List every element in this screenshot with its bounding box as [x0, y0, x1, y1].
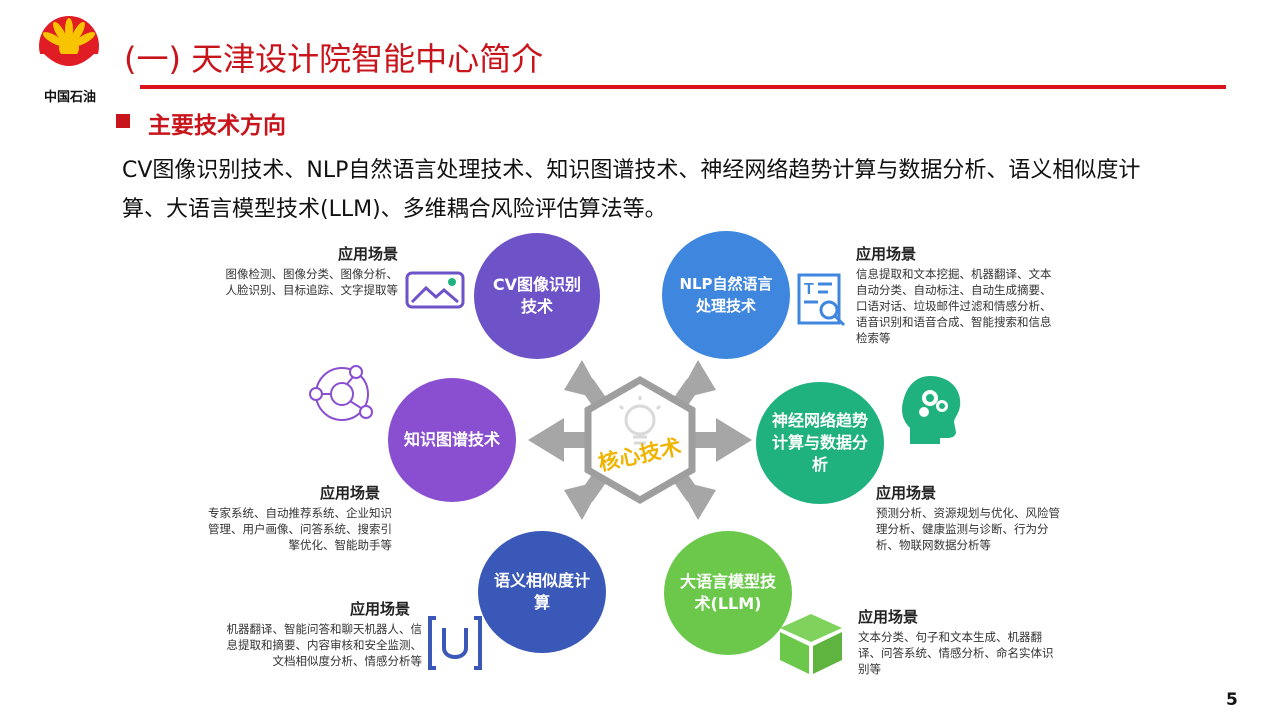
tech-circle-knowledge-graph: 知识图谱技术 [388, 378, 516, 502]
scene-title: 应用场景 [858, 608, 919, 626]
scene-llm: 应用场景 文本分类、句子和文本生成、机器翻译、问答系统、情感分析、命名实体识别等 [858, 606, 1058, 677]
text-search-icon: T [797, 273, 846, 327]
network-graph-icon [309, 365, 373, 421]
scene-semantic-similarity: 应用场景 机器翻译、智能问答和聊天机器人、信息提取和摘要、内容审核和安全监测、文… [222, 598, 423, 669]
image-icon [405, 271, 465, 309]
scene-title: 应用场景 [320, 484, 381, 502]
scene-text: 文本分类、句子和文本生成、机器翻译、问答系统、情感分析、命名实体识别等 [858, 630, 1054, 676]
scene-text: 机器翻译、智能问答和聊天机器人、信息提取和摘要、内容审核和安全监测、文档相似度分… [226, 622, 423, 668]
scene-cv: 应用场景 图像检测、图像分类、图像分析、人脸识别、目标追踪、文字提取等 [224, 243, 399, 298]
petrochina-logo-icon [34, 16, 104, 78]
svg-text:T: T [804, 281, 814, 298]
company-name: 中国石油 [43, 90, 96, 105]
intro-paragraph: CV图像识别技术、NLP自然语言处理技术、知识图谱技术、神经网络趋势计算与数据分… [122, 158, 1141, 222]
section-bullet [116, 114, 130, 128]
bracket-u-icon [428, 616, 482, 670]
cube-icon [780, 614, 842, 674]
scene-title: 应用场景 [856, 245, 917, 263]
scene-neural-network: 应用场景 预测分析、资源规划与优化、风险管理分析、健康监测与诊断、行为分析、物联… [876, 482, 1068, 553]
lightbulb-icon [618, 396, 662, 445]
scene-text: 信息提取和文本挖掘、机器翻译、文本自动分类、自动标注、自动生成摘要、口语对话、垃… [856, 267, 1052, 345]
tech-circle-llm: 大语言模型技术(LLM) [664, 531, 792, 655]
section-heading: 主要技术方向 [148, 113, 286, 139]
tech-circle-neural-network: 神经网络趋势计算与数据分析 [756, 382, 884, 504]
tech-circle-semantic-similarity: 语义相似度计算 [478, 531, 606, 653]
core-tech-hub: 核心技术 [528, 360, 752, 520]
scene-text: 专家系统、自动推荐系统、企业知识管理、用户画像、问答系统、搜索引擎优化、智能助手… [208, 506, 392, 552]
title-divider [140, 85, 1226, 89]
scene-text: 图像检测、图像分类、图像分析、人脸识别、目标追踪、文字提取等 [225, 267, 399, 297]
scene-title: 应用场景 [350, 600, 411, 618]
scene-nlp: 应用场景 信息提取和文本挖掘、机器翻译、文本自动分类、自动标注、自动生成摘要、口… [856, 243, 1056, 346]
scene-title: 应用场景 [876, 484, 937, 502]
page-title: (一) 天津设计院智能中心简介 [124, 40, 544, 78]
brain-head-icon [902, 376, 961, 444]
scene-knowledge-graph: 应用场景 专家系统、自动推荐系统、企业知识管理、用户画像、问答系统、搜索引擎优化… [204, 482, 392, 553]
scene-text: 预测分析、资源规划与优化、风险管理分析、健康监测与诊断、行为分析、物联网数据分析… [876, 506, 1060, 552]
tech-circle-nlp: NLP自然语言处理技术 [662, 231, 790, 359]
page-number: 5 [1226, 690, 1238, 710]
scene-title: 应用场景 [337, 245, 398, 263]
tech-circle-cv: CV图像识别技术 [474, 233, 600, 359]
